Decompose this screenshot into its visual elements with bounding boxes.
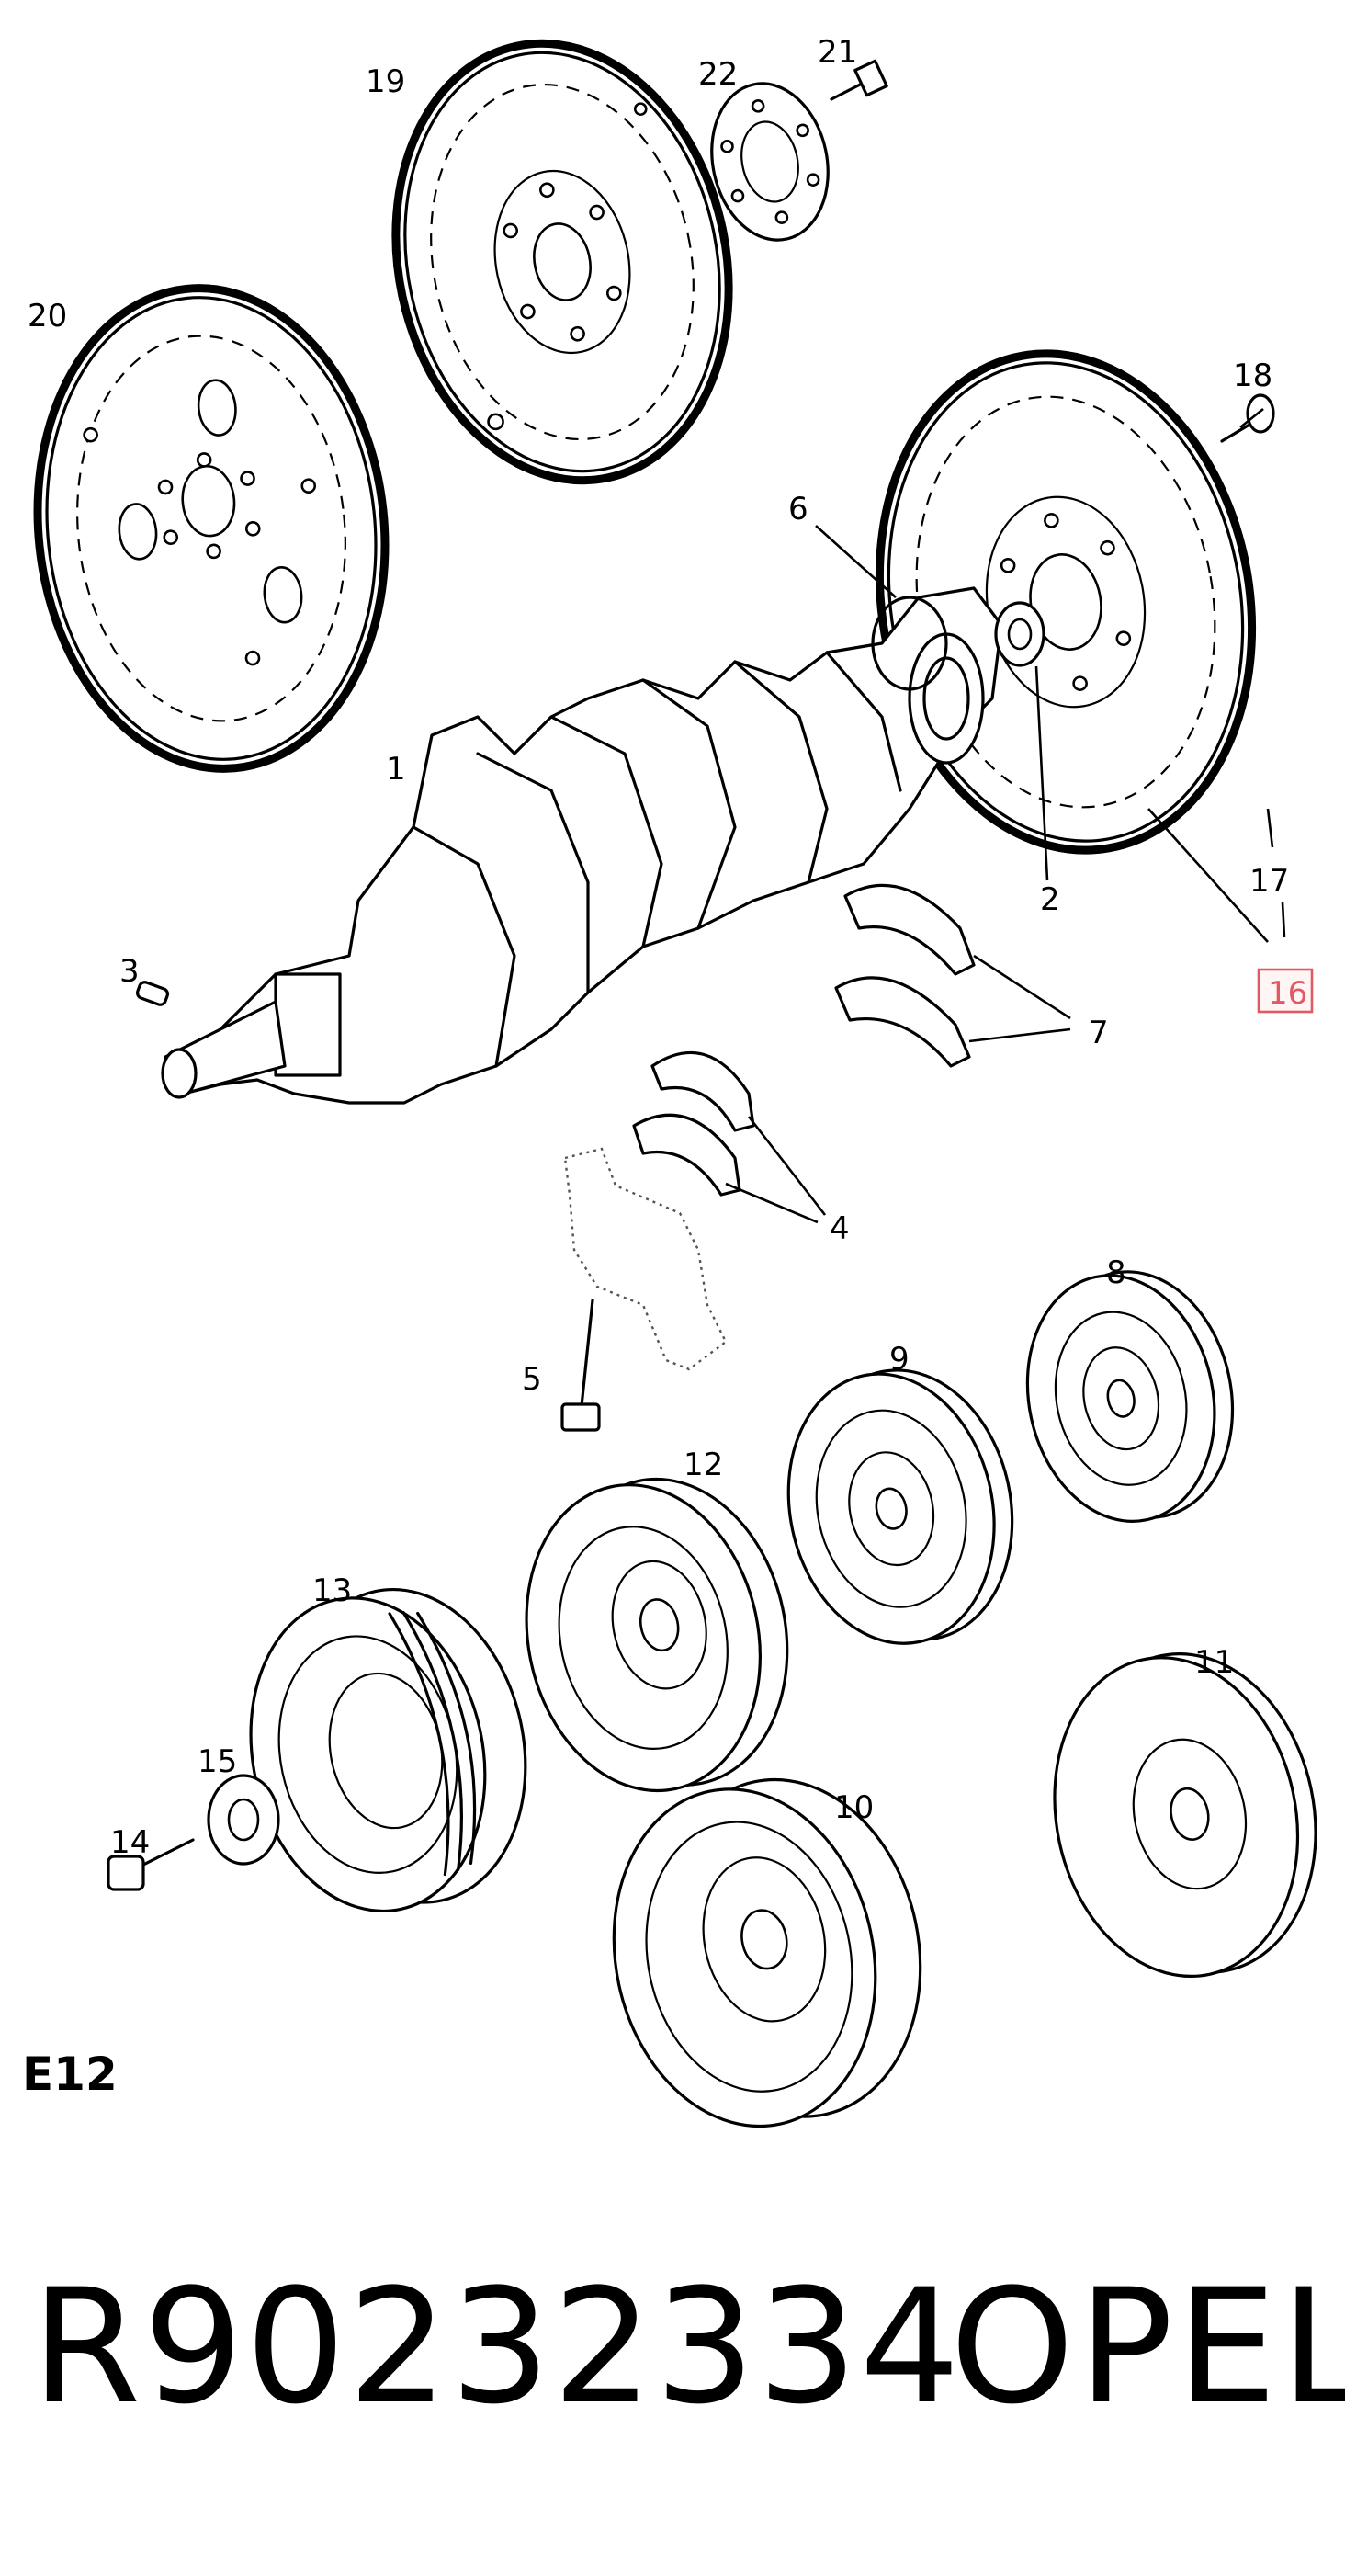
part-2-bush	[994, 601, 1045, 667]
callout-16: 16	[1268, 975, 1307, 1012]
part-18-bolt	[1220, 393, 1275, 443]
callout-14: 14	[110, 1824, 150, 1861]
callout-21: 21	[818, 34, 857, 71]
callout-15: 15	[198, 1743, 237, 1780]
callout-10: 10	[834, 1789, 874, 1826]
leader-lines	[725, 407, 1286, 1224]
part-22-plate	[710, 82, 830, 242]
part-number: R90232334	[31, 2254, 962, 2439]
callout-4: 4	[830, 1210, 850, 1247]
callout-9: 9	[889, 1341, 910, 1378]
part-10-pulley	[612, 1777, 922, 2128]
part-19-flywheel	[391, 39, 733, 485]
bearing-cap-outline	[563, 1147, 728, 1371]
part-15-washer	[207, 1774, 280, 1866]
callout-5: 5	[522, 1361, 542, 1398]
callout-2: 2	[1040, 881, 1060, 918]
highlight-box	[1257, 968, 1314, 1014]
part-9-pulley	[786, 1368, 1014, 1645]
callout-3: 3	[119, 953, 140, 990]
part-6-seal	[871, 596, 948, 691]
part-20-flywheel	[33, 284, 390, 773]
callout-labels: 1 2 3 4 5 6 7 8 9 10 11 12 13 14 15 17 1…	[28, 34, 1289, 1861]
part-13-pulley	[249, 1587, 527, 1912]
callout-1: 1	[386, 751, 406, 788]
callout-8: 8	[1106, 1254, 1126, 1291]
part-4-bearing-shells	[632, 1050, 755, 1197]
callout-20: 20	[28, 298, 67, 335]
callout-6: 6	[788, 491, 808, 528]
part-5-bolt	[560, 1299, 601, 1432]
part-1-crankshaft	[161, 586, 1003, 1105]
callout-16-highlight: 16	[1257, 968, 1314, 1014]
part-21-bolt	[830, 59, 888, 101]
callout-22: 22	[698, 56, 738, 93]
callout-13: 13	[312, 1572, 352, 1609]
callout-19: 19	[366, 63, 405, 100]
part-7-bearing-shells	[834, 883, 976, 1068]
callout-17: 17	[1249, 863, 1289, 900]
callout-18: 18	[1233, 357, 1272, 394]
callout-12: 12	[684, 1447, 723, 1483]
part-8-pulley	[1025, 1270, 1235, 1523]
section-code: E12	[22, 2048, 118, 2101]
part-14-bolt	[107, 1838, 195, 1891]
callout-7: 7	[1089, 1015, 1109, 1051]
part-3-key	[135, 981, 170, 1006]
part-11-pulley	[1053, 1652, 1317, 1978]
part-12-pulley	[525, 1477, 789, 1793]
brand-name: OPEL	[950, 2254, 1345, 2439]
callout-11: 11	[1194, 1644, 1234, 1681]
